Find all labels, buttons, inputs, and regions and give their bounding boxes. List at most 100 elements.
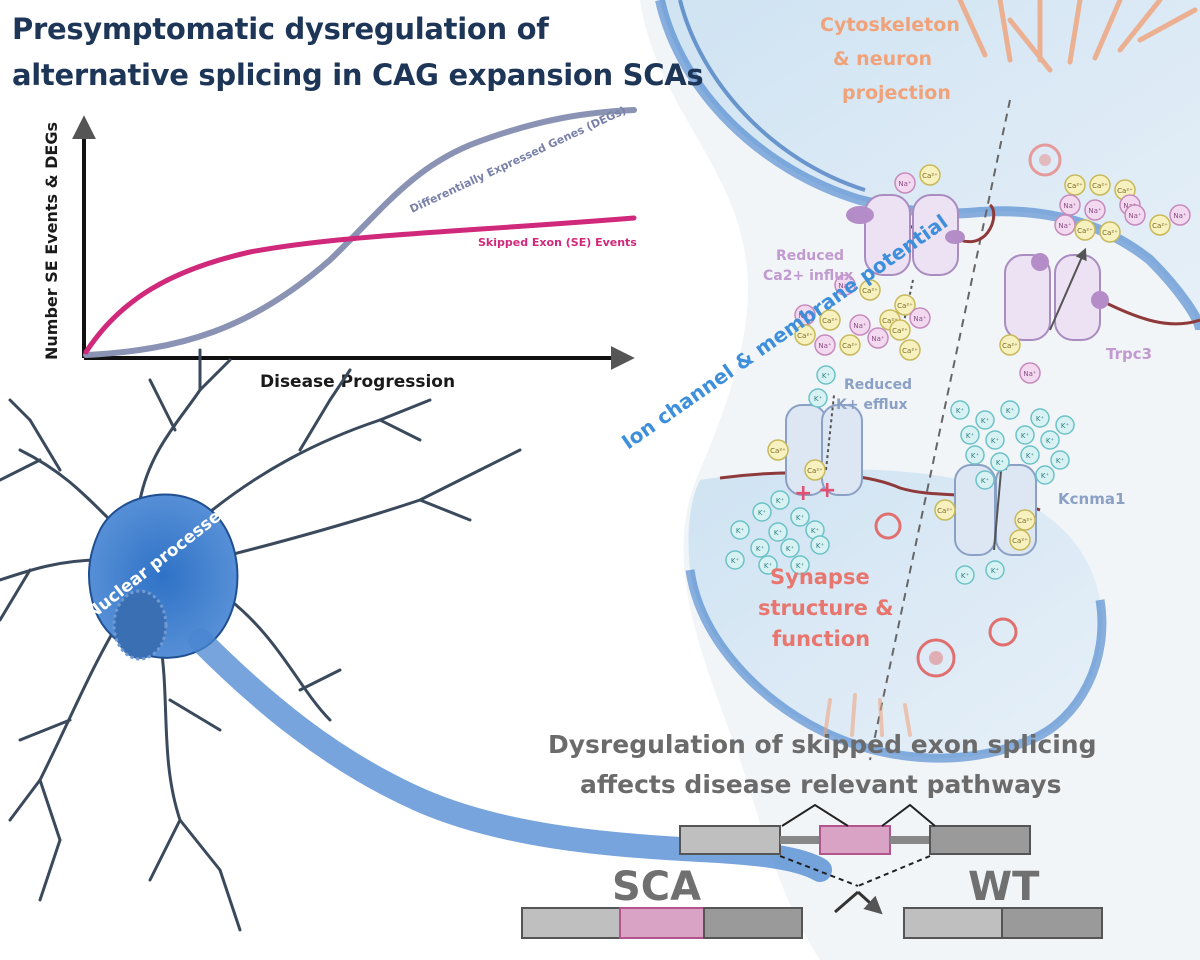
ca-ion-label: Ca²⁺ (892, 327, 908, 335)
na-ion-label: Na⁺ (1173, 212, 1187, 220)
k-ion: K⁺ (790, 555, 810, 575)
ca-ion-label: Ca²⁺ (822, 317, 838, 325)
k-ion-label: K⁺ (981, 477, 990, 485)
x-axis-label: Disease Progression (260, 372, 455, 392)
na-ion: Na⁺ (834, 274, 856, 296)
na-ion: Na⁺ (1019, 362, 1041, 384)
k-ion-label: K⁺ (1036, 415, 1045, 423)
na-ion: Na⁺ (814, 334, 836, 356)
reduced-ca-label-1: Reduced (776, 248, 845, 264)
splice-arc-2 (881, 803, 936, 827)
ca-ion: Ca²⁺ (934, 499, 956, 521)
k-ion-label: K⁺ (961, 572, 970, 580)
intron-2 (890, 836, 930, 844)
trpc3-channel (1004, 247, 1109, 341)
na-ion-label: Na⁺ (1063, 202, 1077, 210)
k-ion: K⁺ (990, 452, 1010, 472)
k-ion: K⁺ (1035, 465, 1055, 485)
k-ion-label: K⁺ (786, 545, 795, 553)
na-ion: Na⁺ (1084, 199, 1106, 221)
na-ion-label: Na⁺ (1058, 222, 1072, 230)
ca-ion-label: Ca²⁺ (902, 347, 918, 355)
splice-arc-1 (781, 803, 849, 827)
ca-ion-label: Ca²⁺ (797, 332, 813, 340)
vesicles (874, 143, 1062, 678)
k-ion: K⁺ (752, 502, 772, 522)
intron-1 (780, 836, 820, 844)
k-ion-label: K⁺ (1026, 452, 1035, 460)
k-ion-label: K⁺ (756, 545, 765, 553)
na-ion: Na⁺ (909, 307, 931, 329)
synapse-label-2: structure & (758, 596, 894, 620)
k-ion-label: K⁺ (776, 497, 785, 505)
reduced-ca-label-2: Ca2+ influx (763, 268, 854, 284)
ca-ion: Ca²⁺ (1099, 221, 1121, 243)
ca-ion: Ca²⁺ (894, 294, 916, 316)
k-ion: K⁺ (810, 535, 830, 555)
k-ion-label: K⁺ (1046, 437, 1055, 445)
k-ion-label: K⁺ (1006, 407, 1015, 415)
ca-ion: Ca²⁺ (899, 339, 921, 361)
na-ion-label: Na⁺ (818, 342, 832, 350)
ca-ion-label: Ca²⁺ (1002, 342, 1018, 350)
na-ion: Na⁺ (1124, 204, 1146, 226)
k-ion: K⁺ (1050, 450, 1070, 470)
na-ion-label: Na⁺ (853, 322, 867, 330)
k-ion-label: K⁺ (966, 432, 975, 440)
k-ion: K⁺ (730, 520, 750, 540)
k-ion-label: K⁺ (1021, 432, 1030, 440)
k-ion: K⁺ (1015, 425, 1035, 445)
membrane-top-right (1099, 298, 1200, 326)
ca-ion: Ca²⁺ (819, 309, 841, 331)
svg-text:+: + (818, 478, 836, 503)
ca-ion-label: Ca²⁺ (937, 507, 953, 515)
k-ion: K⁺ (768, 522, 788, 542)
k-ion-label: K⁺ (758, 509, 767, 517)
k-ion: K⁺ (950, 400, 970, 420)
sca-label: SCA (612, 864, 702, 910)
na-ion: Na⁺ (867, 327, 889, 349)
k-ion: K⁺ (965, 445, 985, 465)
k-ion-label: K⁺ (991, 437, 1000, 445)
k-ion: K⁺ (985, 430, 1005, 450)
ca-channel-left (846, 194, 965, 341)
na-ion: Na⁺ (1169, 204, 1191, 226)
cytoskeleton-label-1: Cytoskeleton (820, 14, 960, 36)
ca-ion: Ca²⁺ (767, 439, 789, 461)
ca-ion-label: Ca²⁺ (1152, 222, 1168, 230)
exon-skipped (819, 825, 891, 855)
reduced-k-label-2: K+ efflux (836, 397, 908, 413)
k-ion: K⁺ (790, 507, 810, 527)
cytoskeleton-strands (957, 0, 1198, 73)
k-ion-label: K⁺ (796, 562, 805, 570)
k-ion: K⁺ (1030, 408, 1050, 428)
title-line-1: Presymptomatic dysregulation of (12, 12, 549, 46)
svg-text:+: + (794, 481, 812, 506)
ca-ion: Ca²⁺ (889, 319, 911, 341)
wt-exon-2 (1001, 907, 1103, 939)
k-ion: K⁺ (960, 425, 980, 445)
ca-ion: Ca²⁺ (839, 334, 861, 356)
ion-bubbles: Na⁺Ca²⁺Na⁺Ca²⁺Na⁺Ca²⁺Na⁺Ca²⁺Ca²⁺Na⁺Ca²⁺N… (725, 164, 1191, 585)
k-ion-label: K⁺ (1061, 422, 1070, 430)
ca-ion-label: Ca²⁺ (842, 342, 858, 350)
title-line-2: alternative splicing in CAG expansion SC… (12, 58, 704, 92)
na-ion: Na⁺ (1054, 214, 1076, 236)
bottom-caption-2: affects disease relevant pathways (580, 770, 1062, 799)
ca-ion-label: Ca²⁺ (1077, 227, 1093, 235)
trpc3-label: Trpc3 (1106, 345, 1153, 363)
exon-downstream (929, 825, 1031, 855)
ca-ion-label: Ca²⁺ (1092, 182, 1108, 190)
k-ion-label: K⁺ (971, 452, 980, 460)
ca-ion-label: Ca²⁺ (1017, 517, 1033, 525)
k-ion: K⁺ (770, 490, 790, 510)
k-ion-label: K⁺ (796, 514, 805, 522)
ca-ion: Ca²⁺ (1014, 509, 1036, 531)
k-ion-label: K⁺ (981, 417, 990, 425)
k-ion: K⁺ (1055, 415, 1075, 435)
series-degs (83, 107, 637, 358)
splice-links (779, 855, 931, 887)
ca-ion-label: Ca²⁺ (770, 447, 786, 455)
